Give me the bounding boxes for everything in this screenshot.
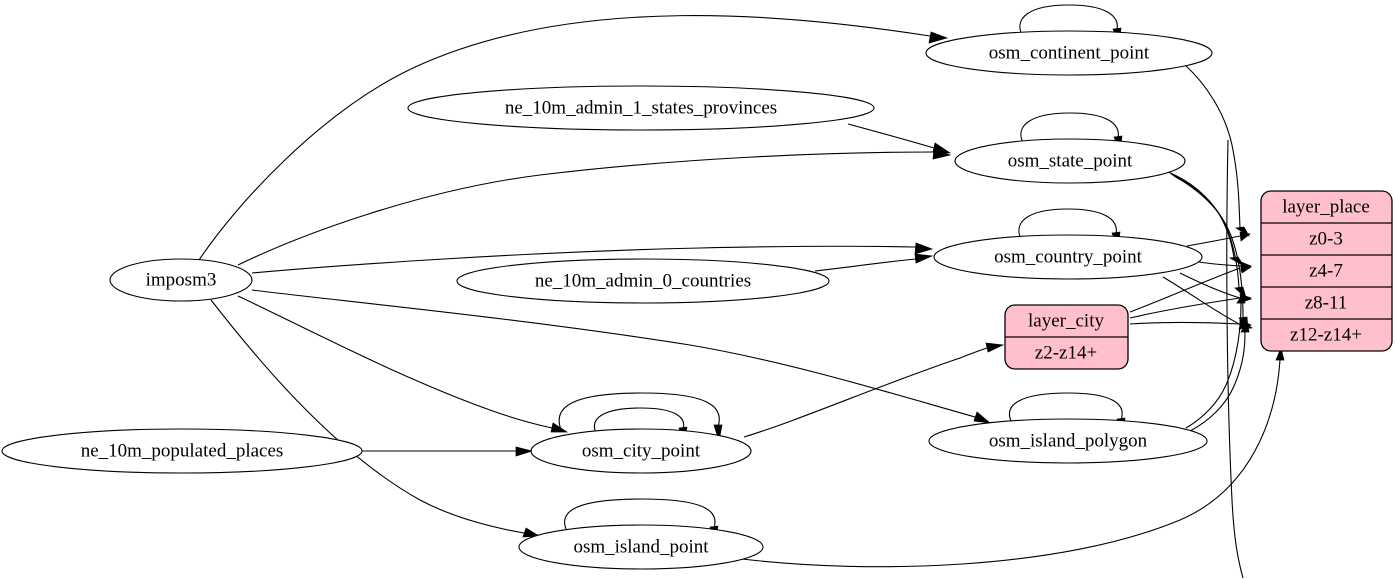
edge-ne-populated-to-osm-city-point [362,446,534,457]
layer-place-row-z8-11: z8-11 [1305,292,1348,313]
node-osm-city-point-label: osm_city_point [582,440,701,461]
edge-imposm3-to-osm-island-polygon [251,289,992,424]
layer-city-row-z2-z14: z2-z14+ [1035,342,1097,363]
edge-osm-state-point-to-layer-place-z8-11 [1170,173,1247,300]
node-osm-state-point[interactable]: osm_state_point [954,138,1186,184]
layer-place-row-z0-3: z0-3 [1309,228,1343,249]
edge-layer [198,4,1285,579]
edge-osm-country-point-to-layer-place-z0-3 [1186,231,1251,247]
record-node-layer-place[interactable]: layer_place z0-3 z4-7 z8-11 z12-z14+ [1260,190,1393,352]
node-osm-island-point[interactable]: osm_island_point [518,524,764,570]
node-osm-island-polygon[interactable]: osm_island_polygon [928,418,1208,464]
node-osm-continent-point-label: osm_continent_point [989,42,1150,63]
edge-imposm3-to-osm-island-point [210,299,541,538]
layer-place-row-z12-z14: z12-z14+ [1290,324,1362,345]
node-osm-country-point-label: osm_country_point [994,246,1142,267]
node-osm-continent-point[interactable]: osm_continent_point [925,30,1213,76]
node-ne-10m-populated-places[interactable]: ne_10m_populated_places [1,428,363,474]
layer-place-row-z4-7: z4-7 [1309,260,1343,281]
layer-city-title: layer_city [1028,310,1104,331]
node-imposm3-label: imposm3 [146,269,217,290]
edge-osm-island-polygon-to-layer-place-z8-11 [1185,290,1246,429]
node-osm-state-point-label: osm_state_point [1008,150,1133,171]
edge-self-loop-osm-city-point-outer [558,392,723,442]
edge-osm-island-polygon-to-layer-place-z12-z14 [1189,319,1250,432]
record-node-layer-city[interactable]: layer_city z2-z14+ [1004,304,1129,370]
layer-place-title: layer_place [1282,196,1370,217]
edge-osm-city-point-to-layer-city [743,342,1005,438]
edge-imposm3-to-osm-continent-point [198,15,949,261]
node-ne-populated-label: ne_10m_populated_places [81,440,284,461]
edge-layer-city-to-layer-place-z12-z14 [1129,319,1252,330]
edge-imposm3-to-osm-country-point [251,242,934,274]
edge-ne-countries-to-osm-country-point [814,253,934,272]
node-ne-10m-admin-1-states-provinces[interactable]: ne_10m_admin_1_states_provinces [407,85,875,131]
edge-ne-states-to-osm-state-point [847,123,952,154]
node-imposm3[interactable]: imposm3 [109,258,253,302]
node-osm-island-polygon-label: osm_island_polygon [989,430,1148,451]
node-osm-city-point[interactable]: osm_city_point [530,428,752,474]
edge-vertical-pass-through [1226,139,1244,579]
edge-imposm3-to-osm-city-point [237,295,569,433]
edge-imposm3-to-osm-state-point [237,147,952,266]
node-ne-countries-label: ne_10m_admin_0_countries [535,270,751,291]
record-layer: layer_city z2-z14+ layer_place z0-3 z4-7… [1004,190,1393,370]
node-osm-country-point[interactable]: osm_country_point [933,234,1203,280]
node-osm-island-point-label: osm_island_point [573,536,709,557]
edge-layer-city-to-layer-place-z8-11 [1129,293,1252,319]
node-ne-10m-admin-0-countries[interactable]: ne_10m_admin_0_countries [456,258,830,304]
node-ne-states-label: ne_10m_admin_1_states_provinces [505,97,777,118]
edge-osm-island-point-to-layer-place-z12-z14 [741,346,1285,568]
node-layer: imposm3 ne_10m_admin_1_states_provinces … [1,30,1213,570]
